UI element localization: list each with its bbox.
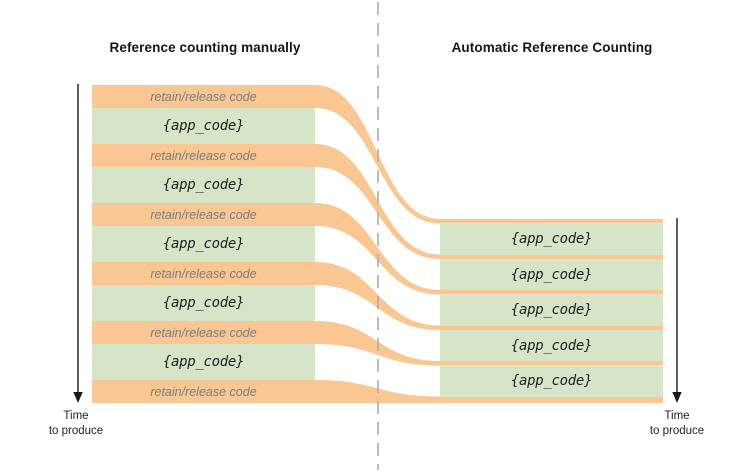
- left-time-arrow: [73, 84, 83, 403]
- app-code-label: {app_code}: [162, 118, 245, 134]
- app-code-band: {app_code}: [92, 285, 315, 321]
- app-code-label: {app_code}: [510, 373, 593, 389]
- app-code-band: {app_code}: [92, 344, 315, 380]
- app-code-band: {app_code}: [440, 259, 663, 290]
- app-code-band: {app_code}: [92, 226, 315, 262]
- app-code-label: {app_code}: [162, 177, 245, 193]
- app-code-band: {app_code}: [92, 167, 315, 203]
- left-time-label: Time to produce: [16, 409, 136, 439]
- down-arrowhead-icon: [73, 392, 83, 403]
- time-label-line: Time: [63, 410, 89, 422]
- flow-ribbon: [315, 85, 663, 224]
- right-time-arrow: [672, 218, 682, 403]
- retain-release-band: retain/release code: [92, 380, 315, 403]
- app-code-band: {app_code}: [440, 330, 663, 361]
- retain-release-band: retain/release code: [92, 85, 315, 108]
- retain-release-label: retain/release code: [150, 148, 257, 163]
- retain-release-band: retain/release code: [92, 144, 315, 167]
- retain-release-label: retain/release code: [150, 207, 257, 222]
- app-code-label: {app_code}: [162, 236, 245, 252]
- retain-release-label: retain/release code: [150, 266, 257, 281]
- app-code-band: {app_code}: [440, 223, 663, 255]
- time-label-line: to produce: [48, 425, 104, 438]
- app-code-label: {app_code}: [510, 302, 593, 318]
- flow-ribbons: [315, 85, 663, 403]
- time-label-line: to produce: [649, 425, 705, 438]
- app-code-band: {app_code}: [440, 365, 663, 397]
- right-section-title: Automatic Reference Counting: [451, 40, 653, 55]
- app-code-label: {app_code}: [510, 231, 593, 247]
- time-label-line: Time: [664, 410, 690, 422]
- app-code-label: {app_code}: [510, 266, 593, 283]
- app-code-label: {app_code}: [162, 295, 245, 311]
- app-code-label: {app_code}: [162, 354, 245, 370]
- retain-release-label: retain/release code: [150, 89, 257, 104]
- retain-release-band: retain/release code: [92, 321, 315, 344]
- app-code-label: {app_code}: [510, 337, 593, 354]
- flow-ribbon: [315, 321, 663, 366]
- left-section-title: Reference counting manually: [109, 40, 301, 55]
- app-code-band: {app_code}: [440, 294, 663, 326]
- retain-release-label: retain/release code: [150, 325, 257, 340]
- retain-release-label: retain/release code: [150, 384, 257, 399]
- down-arrowhead-icon: [672, 392, 682, 403]
- retain-release-band: retain/release code: [92, 203, 315, 226]
- app-code-band: {app_code}: [92, 108, 315, 144]
- right-time-label: Time to produce: [617, 409, 737, 439]
- flow-ribbon: [315, 380, 663, 403]
- retain-release-band: retain/release code: [92, 262, 315, 285]
